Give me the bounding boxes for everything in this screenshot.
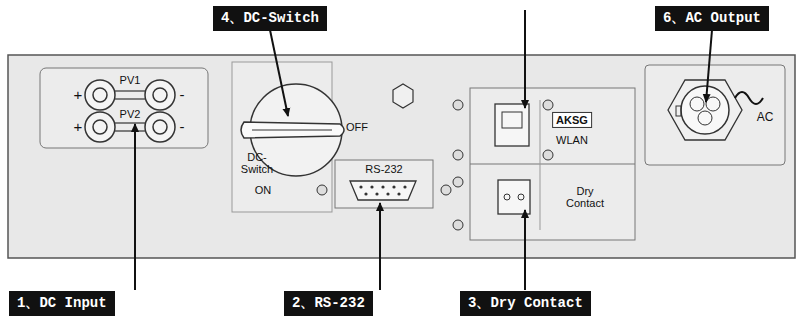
panel-label: WLAN xyxy=(556,134,588,146)
callout-label: 4、DC-Switch xyxy=(221,10,319,26)
panel-label: Dry Contact xyxy=(562,185,608,209)
panel-label: - xyxy=(180,119,185,136)
callout-label: 2、RS-232 xyxy=(292,295,365,311)
panel-label: AKSG xyxy=(552,112,592,128)
callout-box: 6、AC Output xyxy=(655,6,769,31)
callout-label: 6、AC Output xyxy=(663,10,761,26)
panel-label: PV1 xyxy=(120,74,141,86)
panel-label: + xyxy=(74,87,83,104)
panel-label: ON xyxy=(255,184,272,196)
panel-label: RS-232 xyxy=(365,163,402,175)
panel-label: PV2 xyxy=(120,108,141,120)
panel-label: AC xyxy=(757,111,774,124)
callout-label: 3、Dry Contact xyxy=(468,295,583,311)
panel-label: DC- Switch xyxy=(236,151,278,175)
panel-label: + xyxy=(74,119,83,136)
callout-box: 2、RS-232 xyxy=(284,291,373,316)
panel-label: OFF xyxy=(346,121,368,133)
callout-box: 3、Dry Contact xyxy=(460,291,591,316)
panel-label: - xyxy=(180,87,185,104)
callout-box: 4、DC-Switch xyxy=(213,6,327,31)
callout-label: 1、DC Input xyxy=(17,295,107,311)
callout-box: 1、DC Input xyxy=(9,291,115,316)
